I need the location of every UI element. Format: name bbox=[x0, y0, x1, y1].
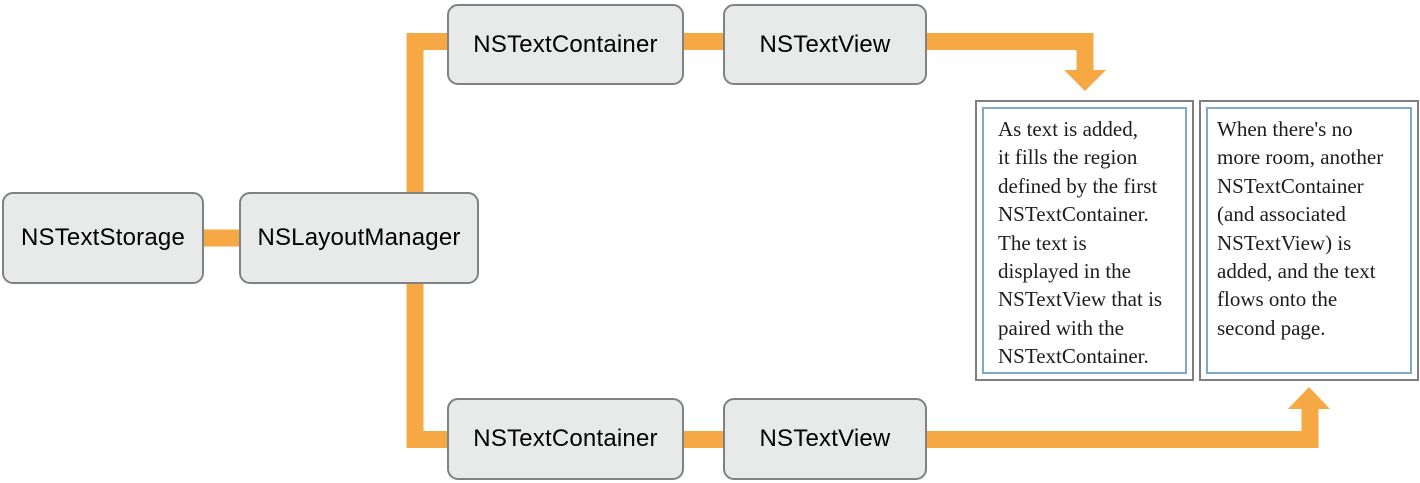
node-nstextview-bottom: NSTextView bbox=[723, 398, 927, 480]
arrowhead-down-icon bbox=[1064, 70, 1106, 91]
arrowhead-up-icon bbox=[1288, 387, 1330, 409]
node-nslayoutmanager-label: NSLayoutManager bbox=[257, 224, 461, 251]
node-nstextview-top-label: NSTextView bbox=[759, 30, 891, 58]
node-nstextstorage-label: NSTextStorage bbox=[20, 224, 185, 251]
page-box-second: When there's no more room, another NSTex… bbox=[1199, 100, 1419, 381]
page-box-first: As text is added, it fills the region de… bbox=[975, 100, 1194, 381]
page-box-first-inner-frame: As text is added, it fills the region de… bbox=[982, 107, 1187, 374]
node-nstextcontainer-top-label: NSTextContainer bbox=[473, 30, 658, 58]
node-nstextcontainer-top: NSTextContainer bbox=[447, 4, 684, 85]
node-nstextview-bottom-label: NSTextView bbox=[759, 425, 891, 452]
node-nslayoutmanager: NSLayoutManager bbox=[239, 192, 479, 284]
node-nstextcontainer-bottom: NSTextContainer bbox=[447, 398, 684, 480]
node-nstextview-top: NSTextView bbox=[723, 4, 927, 85]
page-box-second-inner-frame: When there's no more room, another NSTex… bbox=[1206, 107, 1412, 374]
page-box-second-text: When there's no more room, another NSTex… bbox=[1217, 117, 1384, 340]
page-box-first-text: As text is added, it fills the region de… bbox=[998, 117, 1163, 369]
node-nstextcontainer-bottom-label: NSTextContainer bbox=[473, 425, 658, 452]
node-nstextstorage: NSTextStorage bbox=[2, 192, 204, 284]
